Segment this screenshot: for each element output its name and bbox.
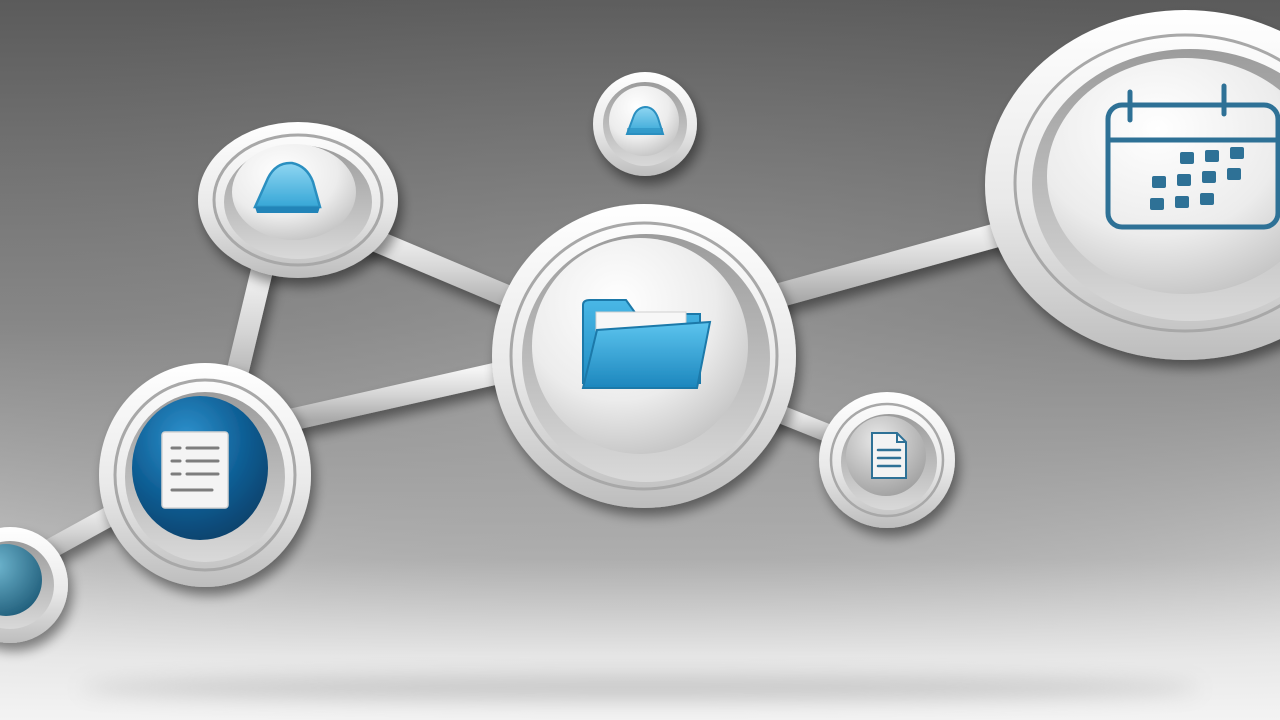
connector-folder-calendar <box>750 214 1042 312</box>
node-file-small <box>819 392 955 528</box>
node-folder-center <box>492 204 796 508</box>
node-cloud-left <box>198 122 398 278</box>
orb-icon <box>0 544 42 616</box>
cloud-icon <box>253 161 322 213</box>
file-icon <box>871 432 907 479</box>
node-partial-left <box>0 527 68 643</box>
cloud-icon <box>625 105 665 135</box>
calendar-icon <box>1105 83 1280 230</box>
node-document-blue <box>99 363 311 587</box>
node-cloud-top <box>593 72 697 176</box>
document-icon <box>161 431 229 509</box>
floor-shadow <box>80 676 1200 700</box>
node-calendar <box>985 10 1280 360</box>
folder-icon <box>581 299 712 389</box>
connector-document-folder <box>279 359 523 431</box>
